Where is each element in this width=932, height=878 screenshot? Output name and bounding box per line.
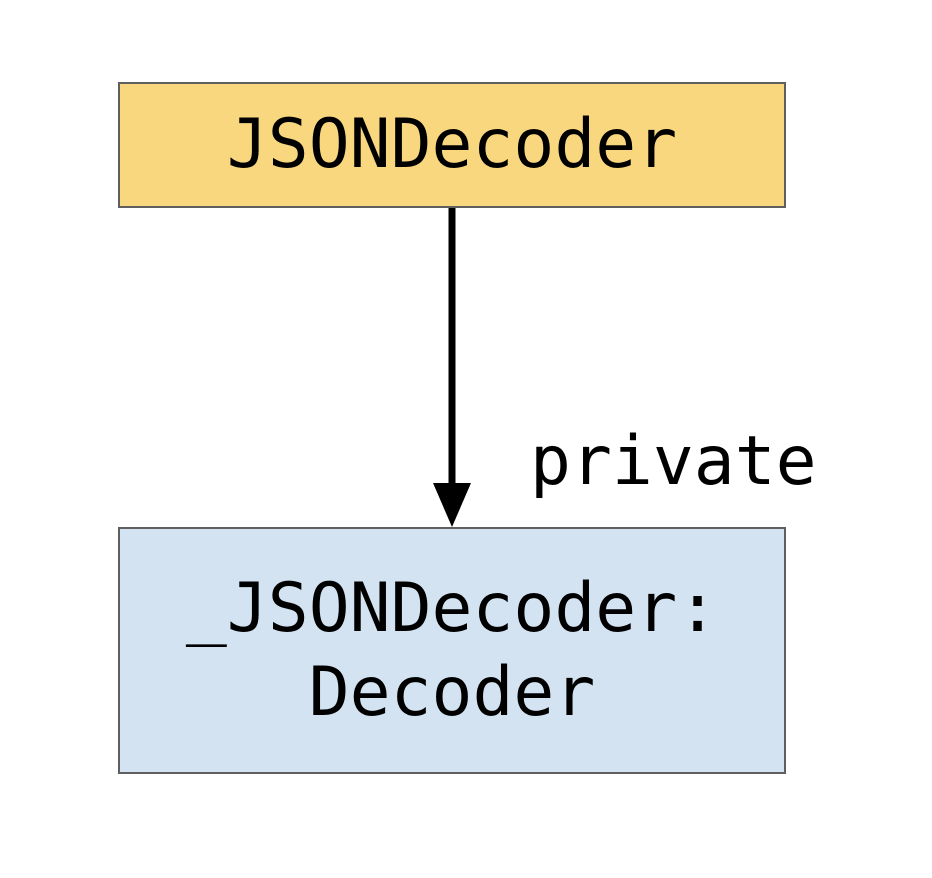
node-private-jsondecoder: _JSONDecoder: Decoder <box>118 527 786 774</box>
node-jsondecoder: JSONDecoder <box>118 82 786 208</box>
edge-label-private: private <box>530 422 817 501</box>
node-private-jsondecoder-line1: _JSONDecoder: <box>185 568 719 648</box>
arrow-head <box>433 483 471 527</box>
node-jsondecoder-label: JSONDecoder <box>226 105 678 184</box>
node-private-jsondecoder-line2: Decoder <box>308 652 596 732</box>
